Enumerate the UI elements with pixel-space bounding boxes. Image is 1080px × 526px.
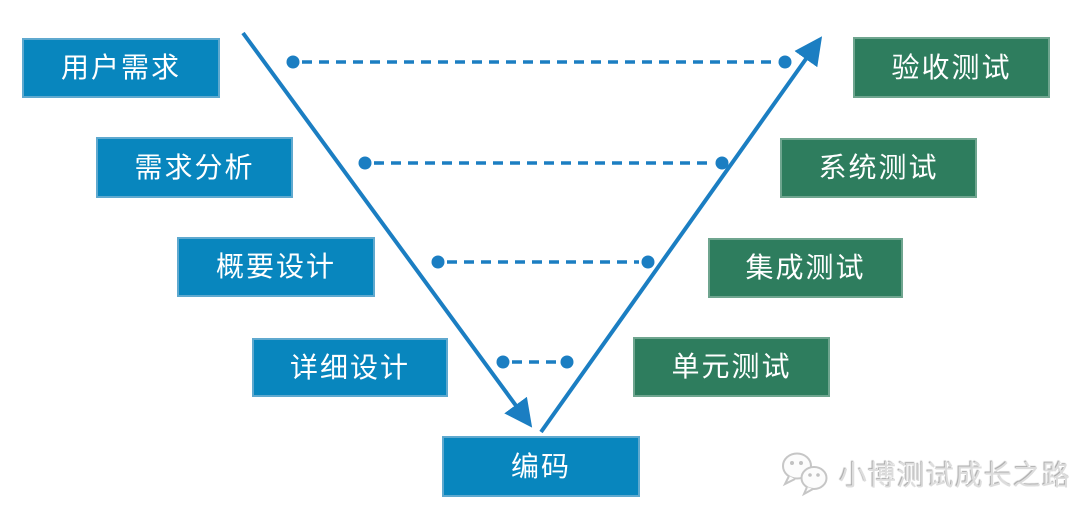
connector-dot [358, 156, 372, 170]
stage-box-coding: 编码 [442, 436, 640, 497]
connector-dot [778, 55, 792, 69]
stage-box-acceptance-testing: 验收测试 [853, 37, 1050, 98]
connector-level-2 [358, 156, 729, 170]
stage-box-requirements-analysis: 需求分析 [96, 137, 293, 198]
v-arrow-ascending [539, 36, 823, 434]
stage-box-system-testing: 系统测试 [780, 138, 977, 198]
stage-box-detailed-design: 详细设计 [252, 338, 448, 397]
stage-box-integration-testing: 集成测试 [708, 238, 903, 298]
stage-box-user-requirements: 用户需求 [22, 38, 220, 98]
connector-dot [715, 156, 729, 170]
connector-dot [560, 355, 574, 369]
v-arrow-descending [241, 31, 533, 428]
connector-dot [496, 355, 510, 369]
connector-level-1 [286, 55, 792, 69]
watermark: 小博测试成长之路 [780, 450, 1071, 498]
stage-box-unit-testing: 单元测试 [633, 337, 830, 397]
stage-box-high-level-design: 概要设计 [177, 237, 375, 297]
connector-dot [641, 255, 655, 269]
watermark-text: 小博测试成长之路 [839, 460, 1072, 491]
connector-dot [431, 255, 445, 269]
connector-level-4 [496, 355, 574, 369]
wechat-icon [782, 452, 828, 497]
connector-level-3 [431, 255, 655, 269]
connector-dot [286, 55, 300, 69]
